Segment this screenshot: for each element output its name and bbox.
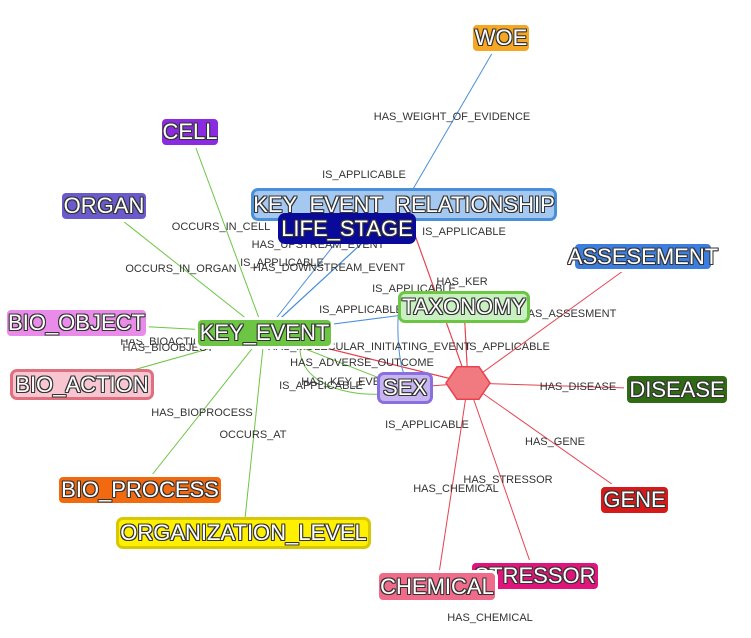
edge-label: HAS_BIOACTION [120, 336, 209, 348]
edge-label: IS_APPLICABLE [240, 257, 324, 269]
node-label: GENE [603, 487, 666, 512]
node-label: BIO_PROCESS [61, 477, 219, 502]
node-label: TAXONOMY [401, 294, 527, 319]
edge-line [103, 205, 265, 334]
node-key-event[interactable]: KEY_EVENT [196, 318, 333, 348]
node-label: ORGAN [63, 193, 145, 218]
edge-label: HAS_WEIGHT_OF_EVIDENCE [374, 111, 530, 123]
node-label: CELL [162, 119, 218, 144]
node-bio-object[interactable]: BIO_OBJECT [5, 308, 148, 338]
edge-label: HAS_DISEASE [540, 381, 616, 393]
edge-line [243, 332, 265, 534]
node-bio-action[interactable]: BIO_ACTION [11, 370, 153, 399]
edge-line [467, 256, 644, 384]
edge-label: IS_APPLICABLE [319, 304, 403, 316]
node-ker[interactable]: KEY_EVENT_RELATIONSHIP [252, 189, 556, 220]
edge-label: OCCURS_IN_ORGAN [125, 263, 236, 275]
edge-label: OCCURS_AT [219, 429, 286, 441]
node-label: SEX [382, 375, 428, 400]
edge-label: IS_APPLICABLE [422, 226, 506, 238]
node-cell[interactable]: CELL [160, 117, 220, 147]
edge-label: HAS_DOWNSTREAM_EVENT [253, 262, 405, 274]
edge-label: HAS_KER [436, 276, 487, 288]
edge-label: IS_APPLICABLE [322, 169, 406, 181]
edge-label: IS_APPLICABLE [279, 380, 363, 392]
edge-line [436, 382, 469, 587]
edge-label: HAS_BIOPROCESS [151, 407, 252, 419]
node-label: KEY_EVENT_RELATIONSHIP [253, 191, 555, 217]
node-gene[interactable]: GENE [599, 485, 670, 515]
node-assesement[interactable]: ASSESEMENT [568, 242, 718, 271]
node-label: ASSESEMENT [567, 243, 719, 269]
node-label: WOE [474, 25, 528, 50]
edge-line [264, 228, 348, 334]
edge-label: OCCURS_IN_CELL [172, 221, 270, 233]
node-organ[interactable]: ORGAN [60, 191, 148, 221]
node-label: DISEASE [629, 376, 725, 402]
node-label: BIO_ACTION [15, 371, 149, 397]
node-organization-level[interactable]: ORGANIZATION_LEVEL [117, 518, 370, 548]
hub-node-hexagon[interactable] [445, 366, 491, 400]
node-label: LIFE_STAGE [281, 215, 413, 241]
edge-label: HAS_ASSESMENT [520, 308, 617, 320]
edge-label: HAS_ADVERSE_OUTCOME [290, 357, 434, 369]
edge-line [467, 382, 635, 501]
node-life-stage[interactable]: LIFE_STAGE [279, 214, 415, 243]
node-bio-process[interactable]: BIO_PROCESS [57, 475, 223, 505]
edge-line [397, 299, 406, 376]
node-taxonomy[interactable]: TAXONOMY [399, 292, 529, 322]
edge-line [403, 37, 502, 205]
edge-label: HAS_KEY_EVENT [301, 376, 395, 388]
edge-label: IS_APPLICABLE [466, 341, 550, 353]
node-label: KEY_EVENT [199, 320, 330, 345]
edge-label: HAS_BIOOBJECT [122, 342, 213, 354]
edge-line [189, 131, 265, 334]
node-sex[interactable]: SEX [378, 373, 432, 403]
edge-label: HAS_STRESSOR [463, 474, 552, 486]
node-chemical[interactable]: CHEMICAL [377, 571, 497, 602]
node-label: ORGANIZATION_LEVEL [120, 520, 367, 545]
edge-label: HAS_GENE [525, 436, 585, 448]
node-label: CHEMICAL [380, 573, 494, 599]
edge-line [467, 382, 536, 577]
edge-label: HAS_CHEMICAL [413, 483, 499, 495]
edge-line [139, 332, 265, 491]
node-disease[interactable]: DISEASE [625, 374, 729, 405]
edge-label: HAS_CHEMICAL [447, 612, 533, 624]
node-woe[interactable]: WOE [471, 23, 531, 53]
edge-label: IS_APPLICABLE [385, 419, 469, 431]
node-label: BIO_OBJECT [8, 310, 145, 335]
